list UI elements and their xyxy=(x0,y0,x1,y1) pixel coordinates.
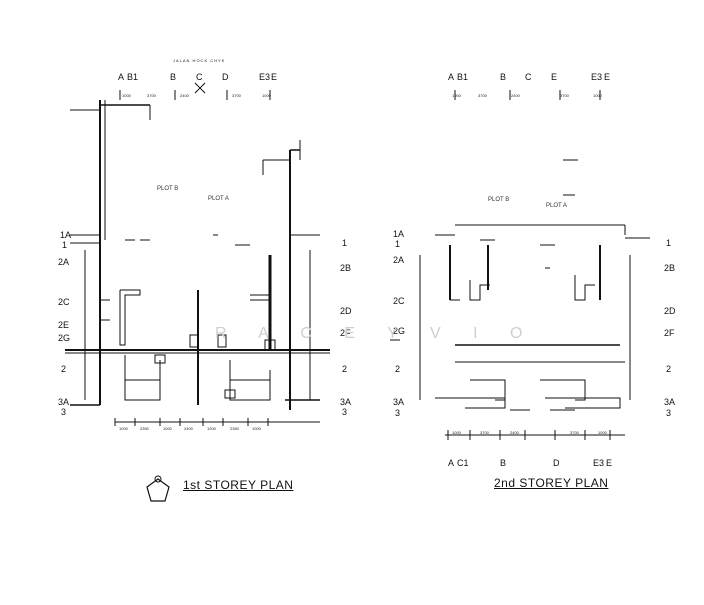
plan1-title: 1st STOREY PLAN xyxy=(183,478,294,492)
plan1-top-dim: 1000 xyxy=(122,93,131,98)
plan1-grid-right-1: 1 xyxy=(342,238,348,248)
plan2-bottom-dim: 2400 xyxy=(510,430,519,435)
plan1-grid-left-1: 1 xyxy=(62,240,68,250)
plan1-grid-top-e: E xyxy=(271,72,278,82)
plan2-grid-bottom-e3: E3 xyxy=(593,458,605,468)
plan1-grid-left-2e: 2E xyxy=(58,320,70,330)
north-arrow-icon xyxy=(146,475,170,502)
plan1-grid-top-b1: B1 xyxy=(127,72,139,82)
plan2-grid-right-2: 2 xyxy=(666,364,672,374)
plan2-grid-top-c: C xyxy=(525,72,532,82)
plan2-top-dim: 1000 xyxy=(452,93,461,98)
plan2-grid-left-3a: 3A xyxy=(393,397,405,407)
plan1-top-dim: 1000 xyxy=(262,93,271,98)
plan1-grid-top-c: C xyxy=(196,72,203,82)
plan2-grid-top-b1: B1 xyxy=(457,72,469,82)
plan2-grid-bottom-d: D xyxy=(553,458,560,468)
plan1-grid-top-d: D xyxy=(222,72,229,82)
plan1-grid-left-2g: 2G xyxy=(58,333,71,343)
plan2-top-dim: 3700 xyxy=(560,93,569,98)
plan1-grid-right-3: 3 xyxy=(342,407,348,417)
plan1-bottom-dim: 1000 xyxy=(119,426,128,431)
plan2-bottom-dim: 1000 xyxy=(598,430,607,435)
plan2-grid-left-2a: 2A xyxy=(393,255,405,265)
plan2-grid-top-e3: E3 xyxy=(591,72,603,82)
plan2-grid-right-1: 1 xyxy=(666,238,672,248)
plan2-grid-top-e-end: E xyxy=(604,72,611,82)
plan1-grid-right-2: 2 xyxy=(342,364,348,374)
plan2-grid-left-2g: 2G xyxy=(393,326,406,336)
plan2-top-dim: 3700 xyxy=(478,93,487,98)
plan2-bottom-dim: 3700 xyxy=(570,430,579,435)
plan1-bottom-dim: 2400 xyxy=(184,426,193,431)
grid-compass-icon xyxy=(194,82,206,94)
road-label: JALAN HOCK CHYE xyxy=(173,58,226,63)
plan1-grid-right-2f: 2F xyxy=(340,328,351,338)
plan2-grid-bottom-b: B xyxy=(500,458,507,468)
plan2-grid-bottom-a: A xyxy=(448,458,455,468)
plan2-plot-a-label: PLOT A xyxy=(546,203,567,209)
plan2-grid-top-a: A xyxy=(448,72,455,82)
plan1-grid-top-e3: E3 xyxy=(259,72,271,82)
plan1-grid-left-3: 3 xyxy=(61,407,67,417)
plan1-grid-left-2: 2 xyxy=(61,364,67,374)
plan2-grid-left-1a: 1A xyxy=(393,229,405,239)
plan2-grid-left-2: 2 xyxy=(395,364,401,374)
plan1-bottom-dim: 1000 xyxy=(252,426,261,431)
plan1-bottom-dim: 1200 xyxy=(207,426,216,431)
plan1-grid-left-1a: 1A xyxy=(60,230,72,240)
plan2-grid-right-2d: 2D xyxy=(664,306,676,316)
plan1-grid-left-2c: 2C xyxy=(58,297,70,307)
plan2-grid-bottom-c1: C1 xyxy=(457,458,469,468)
plan1-grid-left-2a: 2A xyxy=(58,257,70,267)
plan2-title: 2nd STOREY PLAN xyxy=(494,476,609,490)
plan2-plot-b-label: PLOT B xyxy=(488,197,510,203)
plan2-grid-top-b: B xyxy=(500,72,507,82)
plan2-grid-right-2f: 2F xyxy=(664,328,675,338)
plan2-grid-right-3a: 3A xyxy=(664,397,676,407)
plan1-bottom-dim: 2350 xyxy=(140,426,149,431)
plan2-grid-right-3: 3 xyxy=(666,408,672,418)
plan1-bottom-dim: 1000 xyxy=(163,426,172,431)
plan2-bottom-dim: 1000 xyxy=(452,430,461,435)
plan2-walls xyxy=(390,90,650,440)
plan2-grid-left-1: 1 xyxy=(395,239,401,249)
plan2-grid-top-e: E xyxy=(551,72,558,82)
plan1-walls xyxy=(65,90,330,426)
plan1-top-dim: 3700 xyxy=(232,93,241,98)
plan2-top-dim: 1000 xyxy=(593,93,602,98)
plan2-grid-right-2b: 2B xyxy=(664,263,676,273)
plan2-grid-left-2c: 2C xyxy=(393,296,405,306)
plan2-bottom-dim: 3700 xyxy=(480,430,489,435)
plan1-top-dim: 3700 xyxy=(147,93,156,98)
plan2-grid-left-3: 3 xyxy=(395,408,401,418)
plan2-grid-bottom-e: E xyxy=(606,458,613,468)
plan1-grid-right-3a: 3A xyxy=(340,397,352,407)
plan1-grid-left-3a: 3A xyxy=(58,397,70,407)
plan1-plot-a-label: PLOT A xyxy=(208,196,229,202)
plan1-grid-top-b: B xyxy=(170,72,177,82)
plan1-grid-right-2b: 2B xyxy=(340,263,352,273)
plan1-grid-top-a: A xyxy=(118,72,125,82)
plan1-top-dim: 2400 xyxy=(180,93,189,98)
plan1-plot-b-label: PLOT B xyxy=(157,186,179,192)
plan1-grid-right-2d: 2D xyxy=(340,306,352,316)
watermark: R A C E Y V I O xyxy=(215,325,537,342)
plan1-bottom-dim: 2350 xyxy=(230,426,239,431)
plan2-top-dim: 2400 xyxy=(511,93,520,98)
